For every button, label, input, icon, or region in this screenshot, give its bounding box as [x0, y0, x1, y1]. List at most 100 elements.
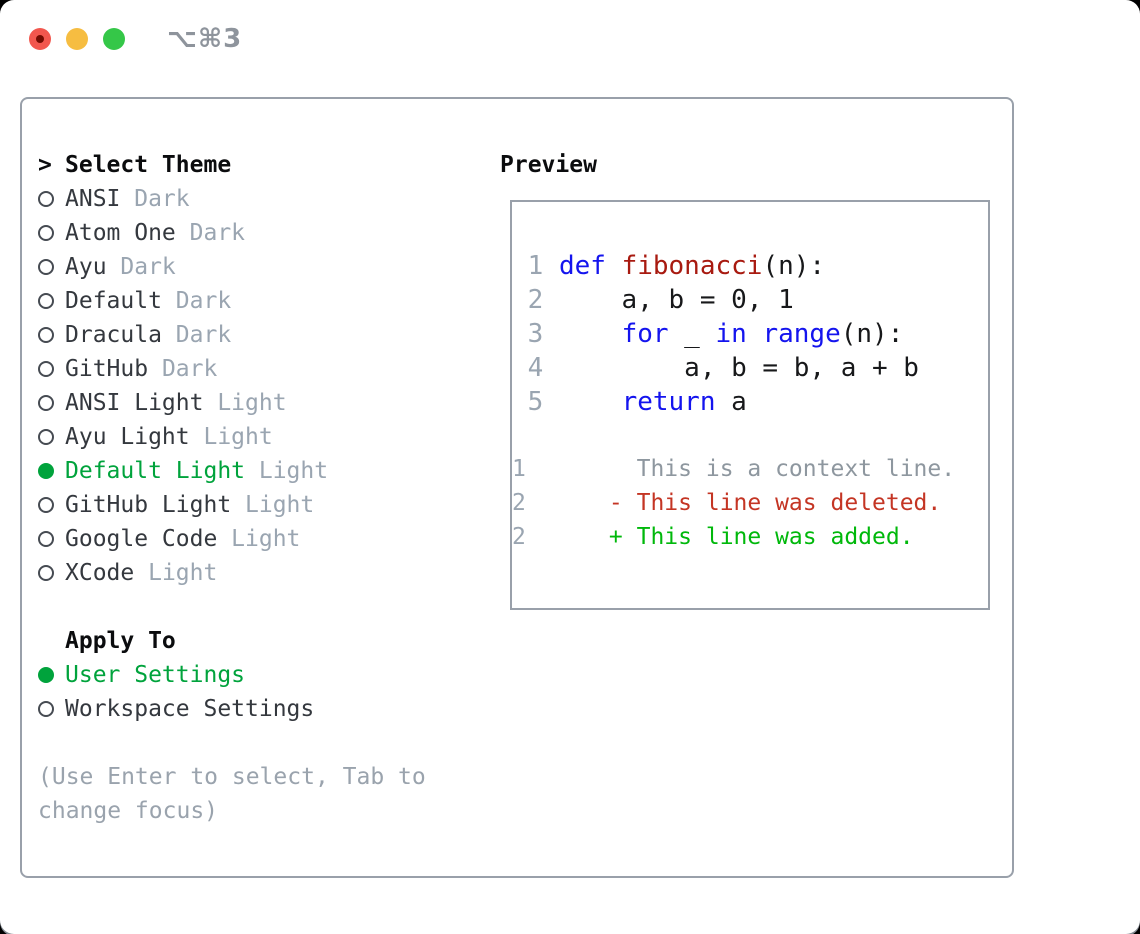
apply-to-option-0[interactable]: User Settings [38, 658, 426, 692]
theme-variant-label: Dark [161, 356, 218, 382]
token-plain: (n): [840, 319, 904, 349]
hint-text-line1: (Use Enter to select, Tab to [38, 764, 426, 790]
cursor-chevron-icon: > [38, 152, 52, 178]
diff-text: This is a context line. [539, 456, 956, 482]
theme-variant-label: Light [148, 560, 218, 586]
token-plain: _ [668, 319, 716, 349]
token-plain: a [715, 387, 747, 417]
theme-option-label: Default [65, 288, 162, 314]
window-shortcut-label: ⌥⌘3 [167, 24, 243, 54]
line-number: 5 [527, 387, 544, 417]
radio-unselected-icon [38, 497, 65, 513]
token-plain [747, 319, 763, 349]
token-keyword_blue: return [621, 387, 716, 417]
apply-to-option-label: Workspace Settings [65, 696, 315, 722]
apply-to-header: Apply To [38, 624, 426, 658]
radio-unselected-icon [38, 259, 65, 275]
radio-unselected-icon [38, 701, 65, 717]
theme-variant-label: Light [258, 458, 329, 484]
token-plain [606, 251, 622, 281]
token-plain: (n): [762, 251, 826, 281]
diff-line-context: 1 This is a context line. [512, 452, 988, 486]
token-keyword_blue: range [762, 319, 841, 349]
line-number: 2 [527, 285, 544, 315]
title-bar: ⌥⌘3 [0, 0, 1140, 78]
radio-unselected-icon [38, 361, 65, 377]
theme-option-label: Dracula [65, 322, 162, 348]
line-number: 1 [527, 251, 544, 281]
theme-variant-label: Light [231, 526, 301, 552]
token-keyword_blue: for [621, 319, 669, 349]
select-theme-header: > Select Theme [38, 148, 426, 182]
theme-variant-label: Light [217, 390, 287, 416]
theme-option-5[interactable]: GitHub Dark [38, 352, 426, 386]
theme-option-8[interactable]: Default Light Light [38, 454, 426, 488]
theme-option-label: ANSI [65, 186, 121, 212]
token-plain [559, 387, 622, 417]
code-line: 3 for _ in range(n): [512, 317, 988, 351]
diff-text: - This line was deleted. [539, 490, 942, 516]
theme-option-6[interactable]: ANSI Light Light [38, 386, 426, 420]
theme-variant-label: Dark [189, 220, 246, 246]
close-button-icon[interactable] [29, 28, 51, 50]
theme-option-1[interactable]: Atom One Dark [38, 216, 426, 250]
line-number: 2 [512, 524, 526, 550]
theme-variant-label: Dark [175, 322, 232, 348]
theme-variant-label: Dark [120, 254, 176, 280]
line-number: 3 [527, 319, 544, 349]
radio-unselected-icon [38, 225, 65, 241]
theme-variant-label: Light [245, 492, 315, 518]
theme-option-label: GitHub [65, 356, 149, 382]
apply-to-option-1[interactable]: Workspace Settings [38, 692, 426, 726]
diff-preview: 1 This is a context line.2 - This line w… [512, 452, 988, 554]
radio-unselected-icon [38, 191, 65, 207]
theme-option-label: Google Code [65, 526, 218, 552]
diff-line-deleted: 2 - This line was deleted. [512, 486, 988, 520]
zoom-button-icon[interactable] [103, 28, 125, 50]
radio-unselected-icon [38, 565, 65, 581]
code-line: 1 def fibonacci(n): [512, 249, 988, 283]
theme-option-label: Default Light [65, 458, 246, 484]
theme-option-label: ANSI Light [65, 390, 204, 416]
minimize-button-icon[interactable] [66, 28, 88, 50]
theme-option-2[interactable]: Ayu Dark [38, 250, 426, 284]
theme-option-label: Ayu [65, 254, 107, 280]
spacer-row [38, 726, 426, 760]
radio-unselected-icon [38, 531, 65, 547]
token-plain: a, b = b, a + b [558, 353, 919, 383]
theme-option-label: XCode [65, 560, 135, 586]
token-function_red: fibonacci [621, 251, 763, 281]
code-line: 2 a, b = 0, 1 [512, 283, 988, 317]
theme-option-7[interactable]: Ayu Light Light [38, 420, 426, 454]
theme-variant-label: Light [203, 424, 273, 450]
radio-selected-icon [38, 667, 65, 683]
theme-option-4[interactable]: Dracula Dark [38, 318, 426, 352]
preview-title: Preview [500, 152, 597, 178]
line-number: 4 [527, 353, 544, 383]
token-plain [559, 319, 622, 349]
theme-option-label: Atom One [65, 220, 176, 246]
select-theme-title: Select Theme [65, 152, 232, 178]
theme-option-11[interactable]: XCode Light [38, 556, 426, 590]
token-keyword_blue: in [715, 319, 747, 349]
token-keyword_blue: def [558, 251, 606, 281]
theme-option-10[interactable]: Google Code Light [38, 522, 426, 556]
code-line: 4 a, b = b, a + b [512, 351, 988, 385]
apply-to-option-label: User Settings [65, 662, 246, 688]
apply-to-title: Apply To [65, 628, 176, 654]
radio-selected-icon [38, 463, 65, 479]
line-number: 2 [512, 490, 526, 516]
hint-text-line2: change focus) [38, 798, 219, 824]
line-number: 1 [512, 456, 526, 482]
spacer-row [38, 590, 426, 624]
theme-option-label: Ayu Light [65, 424, 190, 450]
radio-unselected-icon [38, 395, 65, 411]
diff-text: + This line was added. [539, 524, 914, 550]
